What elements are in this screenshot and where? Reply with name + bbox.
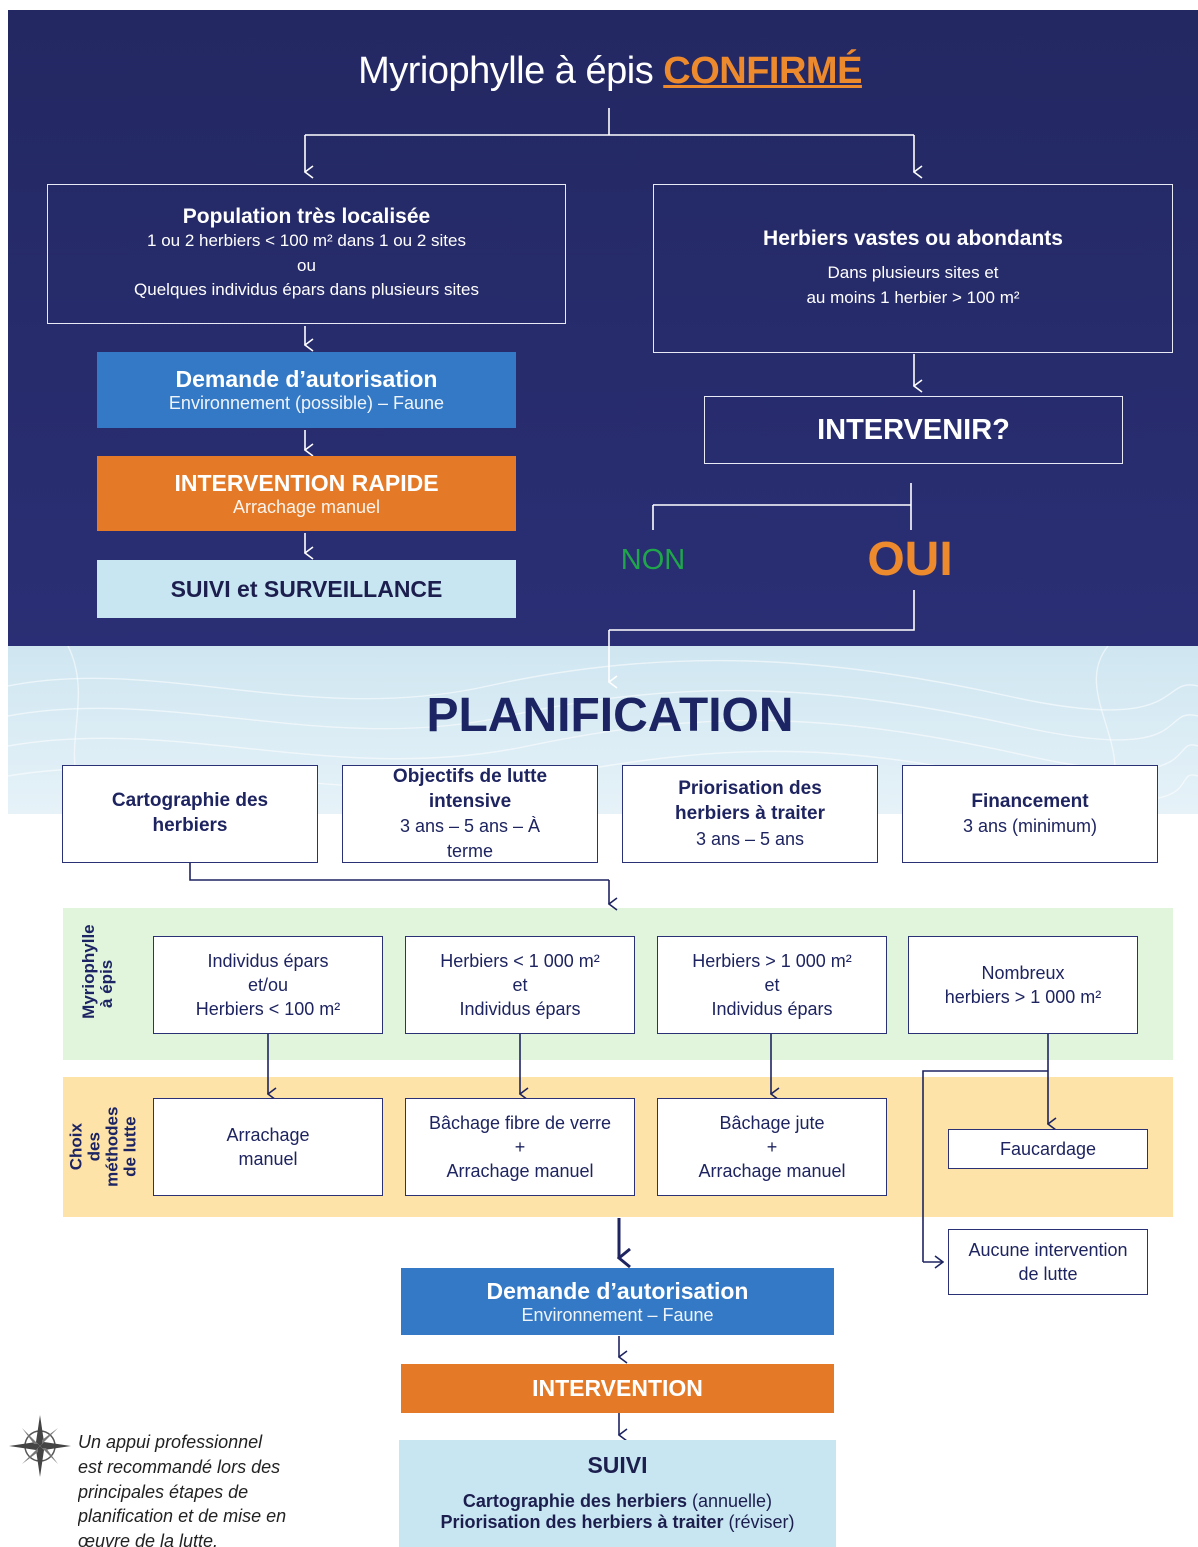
situation-row-label: Myriophylle à épis [79,924,116,1019]
rapid-intervention-box: INTERVENTION RAPIDE Arrachage manuel [97,456,516,531]
situation-item-3: Herbiers > 1 000 m² et Individus épars [657,936,887,1034]
vast-beds-line1: Dans plusieurs sites et [827,262,999,282]
final-follow-up-heading: SUIVI [587,1452,648,1478]
answer-no: NON [620,544,686,576]
final-follow-up-line1-bold: Cartographie des herbiers [462,1491,687,1511]
follow-up-surveillance-box: SUIVI et SURVEILLANCE [97,560,516,618]
intervene-question-box: INTERVENIR? [704,396,1123,464]
main-title-prefix: Myriophylle à épis [358,50,654,92]
note-line3: principales étapes de [78,1481,249,1502]
method-item-2-line2: + [514,1136,526,1157]
situation-item-2: Herbiers < 1 000 m² et Individus épars [405,936,635,1034]
follow-up-surveillance-label: SUIVI et SURVEILLANCE [170,575,443,602]
planning-funding-box: Financement 3 ans (minimum) [902,765,1158,863]
compass-rose-icon [8,1414,72,1478]
methods-row-label: Choix des méthodes de lutte [66,1106,139,1188]
method-item-2: Bâchage fibre de verre + Arrachage manue… [405,1098,635,1196]
final-follow-up-box: SUIVI Cartographie des herbiers (annuell… [399,1440,836,1547]
planning-objectives-sub: 3 ans – 5 ans – À terme [399,816,541,861]
situation-item-3-line3: Individus épars [711,999,833,1020]
method-item-3-line1: Bâchage jute [719,1112,825,1133]
vast-beds-line2: au moins 1 herbier > 100 m² [806,287,1020,307]
final-follow-up-line1-rest: (annuelle) [687,1491,773,1511]
planning-prioritization-heading: Priorisation des herbiers à traiter [675,778,825,824]
method-item-3-line2: + [766,1136,778,1157]
vast-beds-box: Herbiers vastes ou abondants Dans plusie… [653,184,1173,353]
no-action-line2: de lutte [1018,1264,1078,1284]
localized-population-line3: Quelques individus épars dans plusieurs … [134,280,479,300]
method-item-2-line3: Arrachage manuel [446,1161,594,1182]
vast-beds-heading: Herbiers vastes ou abondants [763,226,1063,250]
method-item-1-line1: Arrachage [226,1124,310,1145]
final-authorization-box: Demande d’autorisation Environnement – F… [401,1268,834,1335]
situation-item-4-line2: herbiers > 1 000 m² [944,987,1102,1007]
intervention-label: INTERVENTION [532,1375,703,1401]
final-follow-up-line2-bold: Priorisation des herbiers à traiter [440,1512,724,1532]
method-item-1-line2: manuel [238,1149,298,1169]
localized-population-heading: Population très localisée [182,205,431,229]
method-item-1: Arrachage manuel [153,1098,383,1196]
planning-mapping-box: Cartographie des herbiers [62,765,318,863]
situation-item-4-line1: Nombreux [981,962,1065,983]
final-authorization-heading: Demande d’autorisation [486,1277,749,1304]
note-line4: planification et de mise en [78,1506,287,1527]
intervention-box: INTERVENTION [401,1364,834,1413]
method-item-4-line1: Faucardage [999,1138,1097,1159]
situation-item-3-line1: Herbiers > 1 000 m² [692,950,852,971]
authorization-request-heading: Demande d’autorisation [175,366,438,392]
planning-objectives-box: Objectifs de lutte intensive 3 ans – 5 a… [342,765,598,863]
localized-population-line1: 1 ou 2 herbiers < 100 m² dans 1 ou 2 sit… [147,231,466,251]
planning-mapping-heading: Cartographie des herbiers [111,790,269,836]
situation-item-4: Nombreux herbiers > 1 000 m² [908,936,1138,1034]
method-item-3-line3: Arrachage manuel [698,1161,846,1182]
situation-item-1-line1: Individus épars [207,950,329,971]
planning-prioritization-sub: 3 ans – 5 ans [695,828,805,849]
situation-item-1: Individus épars et/ou Herbiers < 100 m² [153,936,383,1034]
final-follow-up-line2-rest: (réviser) [723,1512,795,1532]
note-line1: Un appui professionnel [78,1432,263,1452]
situation-item-2-line1: Herbiers < 1 000 m² [440,950,600,971]
situation-item-2-line3: Individus épars [459,999,581,1020]
authorization-request-sub: Environnement (possible) – Faune [168,393,445,413]
planning-prioritization-box: Priorisation des herbiers à traiter 3 an… [622,765,878,863]
method-item-4: Faucardage [948,1129,1148,1169]
main-title-highlight: CONFIRMÉ [663,50,862,92]
no-action-line1: Aucune intervention [968,1239,1128,1260]
situation-item-1-line2: et/ou [247,974,289,995]
final-follow-up-line2: Priorisation des herbiers à traiter (rév… [440,1512,794,1533]
method-item-3: Bâchage jute + Arrachage manuel [657,1098,887,1196]
situation-item-2-line2: et [512,974,528,995]
no-action-box: Aucune intervention de lutte [948,1229,1148,1295]
localized-population-line2: ou [297,255,316,275]
rapid-intervention-sub: Arrachage manuel [232,496,381,517]
planning-funding-sub: 3 ans (minimum) [962,816,1098,837]
planning-funding-heading: Financement [971,790,1089,812]
planning-objectives-heading: Objectifs de lutte intensive [392,766,548,812]
professional-support-note: Un appui professionnel est recommandé lo… [78,1430,378,1547]
main-title: Myriophylle à épis CONFIRMÉ [8,50,1198,93]
planning-title: PLANIFICATION [426,689,794,742]
method-item-2-line1: Bâchage fibre de verre [428,1112,612,1133]
answer-yes: OUI [867,533,953,586]
note-line5: œuvre de la lutte. [78,1531,219,1547]
localized-population-box: Population très localisée 1 ou 2 herbier… [47,184,566,324]
situation-item-3-line2: et [764,974,780,995]
authorization-request-box: Demande d’autorisation Environnement (po… [97,352,516,428]
situation-row-label-wrap: Myriophylle à épis [63,908,133,1060]
situation-item-1-line3: Herbiers < 100 m² [195,999,341,1020]
decision-panel-background [8,10,1198,646]
methods-row-label-wrap: Choix des méthodes de lutte [63,1077,143,1217]
intervene-question: INTERVENIR? [817,413,1010,446]
final-follow-up-line1: Cartographie des herbiers (annuelle) [463,1491,772,1512]
final-authorization-sub: Environnement – Faune [521,1304,714,1325]
note-line2: est recommandé lors des [78,1456,281,1477]
rapid-intervention-heading: INTERVENTION RAPIDE [174,469,439,496]
